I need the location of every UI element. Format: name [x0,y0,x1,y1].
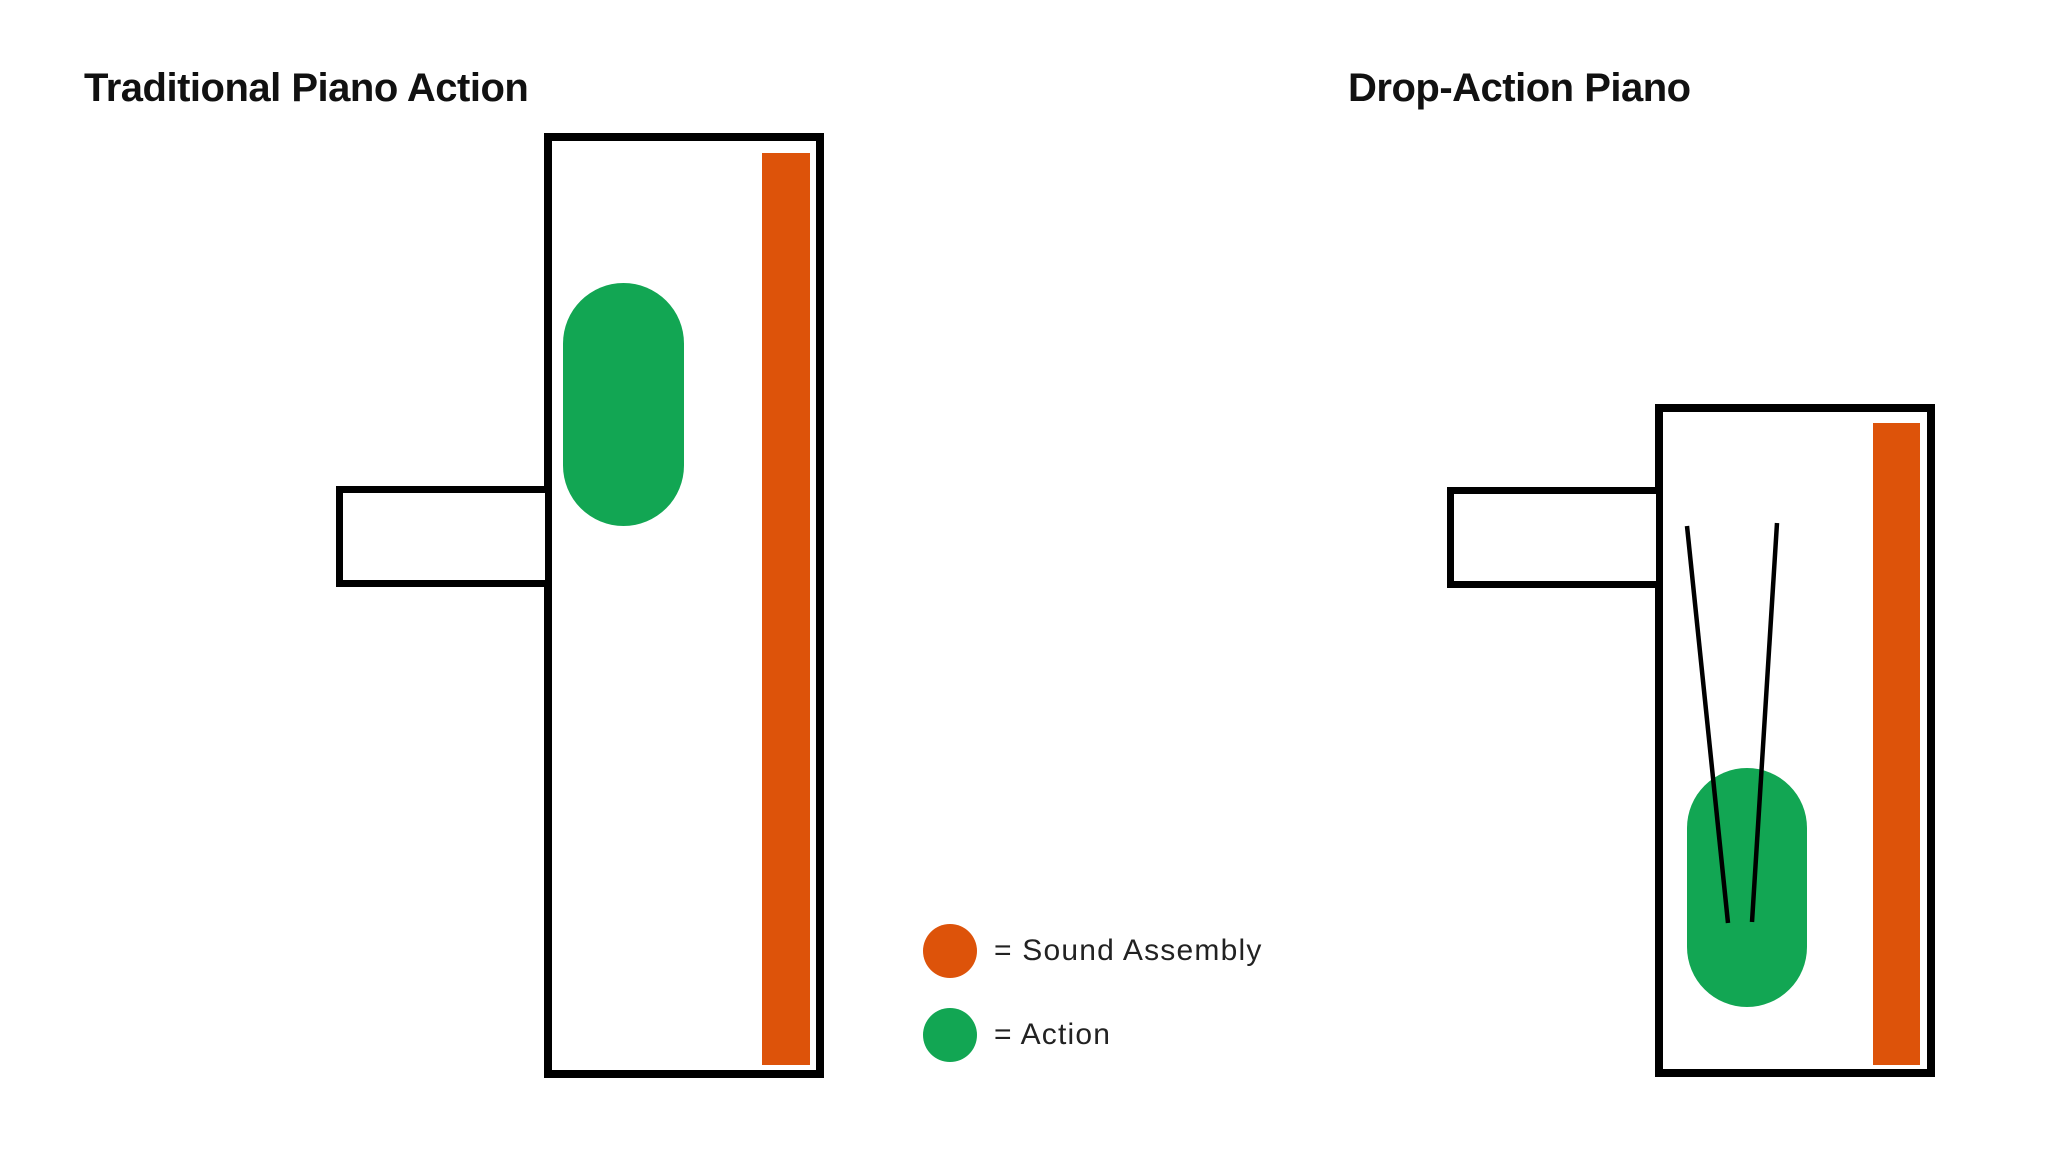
traditional-sound-assembly-bar [762,153,810,1065]
drop-action-action-block [1687,768,1807,1007]
drop-action-sound-assembly-bar [1873,423,1920,1065]
linkage-line-right [1749,522,1780,923]
traditional-piano-title: Traditional Piano Action [84,66,529,110]
drop-linkage-lines [1684,522,1780,924]
traditional-piano-key [336,486,552,587]
legend-row-action: = Action [923,1008,1263,1062]
legend-row-sound-assembly: = Sound Assembly [923,924,1263,978]
legend: = Sound Assembly = Action [923,924,1263,1092]
sound-assembly-swatch-icon [923,924,977,978]
linkage-line-left [1684,525,1731,924]
traditional-action-block [563,283,684,526]
legend-label-action: = Action [994,1018,1112,1051]
drop-action-piano-title: Drop-Action Piano [1348,66,1691,110]
action-swatch-icon [923,1008,977,1062]
legend-label-sound-assembly: = Sound Assembly [994,934,1263,967]
drop-action-piano-key [1447,487,1663,588]
